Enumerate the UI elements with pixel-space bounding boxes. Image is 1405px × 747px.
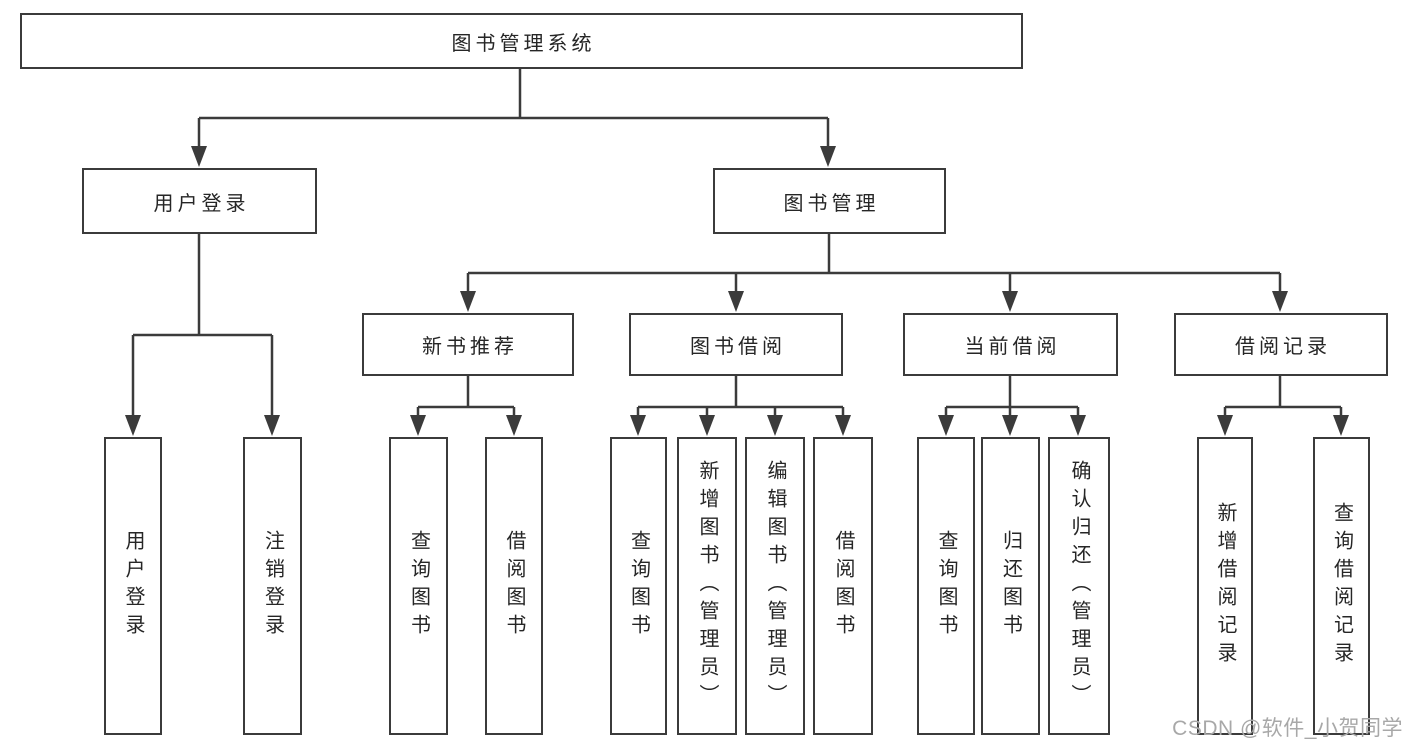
node-label: 借阅图书 bbox=[832, 530, 854, 642]
node-label: 新增借阅记录 bbox=[1214, 502, 1236, 670]
node-label: 图书管理系统 bbox=[451, 32, 596, 55]
node-label: 新书推荐 bbox=[422, 336, 518, 358]
connector-lines bbox=[131, 69, 1343, 420]
node-label: 查询图书 bbox=[627, 530, 650, 642]
node-label: 用户登录 bbox=[122, 530, 144, 642]
node-label: 新增图书（管理员） bbox=[696, 460, 718, 712]
node-label: 借阅记录 bbox=[1235, 336, 1331, 358]
leaf-query-borrow-record: 查询借阅记录 bbox=[1313, 437, 1370, 735]
node-label: 确认归还（管理员） bbox=[1068, 460, 1090, 712]
csdn-watermark: CSDN @软件_小贺同学 bbox=[1172, 717, 1403, 740]
node-label: 归还图书 bbox=[999, 530, 1022, 642]
node-label: 图书借阅 bbox=[690, 336, 786, 358]
node-label: 查询图书 bbox=[407, 530, 430, 642]
node-label: 用户登录 bbox=[153, 192, 250, 215]
node-book-borrowing: 图书借阅 bbox=[629, 313, 843, 376]
leaf-add-book-admin: 新增图书（管理员） bbox=[677, 437, 737, 735]
node-label: 编辑图书（管理员） bbox=[764, 460, 786, 712]
node-label: 当前借阅 bbox=[964, 336, 1061, 358]
leaf-logout: 注销登录 bbox=[243, 437, 302, 735]
node-book-management: 图书管理 bbox=[713, 168, 946, 234]
leaf-confirm-return-admin: 确认归还（管理员） bbox=[1048, 437, 1110, 735]
leaf-query-books-current: 查询图书 bbox=[917, 437, 975, 735]
leaf-add-borrow-record: 新增借阅记录 bbox=[1197, 437, 1253, 735]
leaf-return-books: 归还图书 bbox=[981, 437, 1040, 735]
node-label: 注销登录 bbox=[261, 530, 284, 642]
node-current-borrowing: 当前借阅 bbox=[903, 313, 1118, 376]
node-new-book-recommendation: 新书推荐 bbox=[362, 313, 574, 376]
node-library-management-system: 图书管理系统 bbox=[20, 13, 1023, 69]
node-label: 查询图书 bbox=[935, 530, 957, 642]
leaf-edit-book-admin: 编辑图书（管理员） bbox=[745, 437, 805, 735]
leaf-query-books-borrowing: 查询图书 bbox=[610, 437, 667, 735]
leaf-query-books-recommend: 查询图书 bbox=[389, 437, 448, 735]
node-label: 查询借阅记录 bbox=[1330, 502, 1353, 670]
node-label: 图书管理 bbox=[783, 192, 880, 215]
node-label: 借阅图书 bbox=[503, 530, 525, 642]
node-user-login: 用户登录 bbox=[82, 168, 317, 234]
connector-arrowheads bbox=[125, 146, 1349, 436]
leaf-user-login: 用户登录 bbox=[104, 437, 162, 735]
leaf-borrow-books-recommend: 借阅图书 bbox=[485, 437, 543, 735]
leaf-borrow-books-borrowing: 借阅图书 bbox=[813, 437, 873, 735]
node-borrowing-records: 借阅记录 bbox=[1174, 313, 1388, 376]
